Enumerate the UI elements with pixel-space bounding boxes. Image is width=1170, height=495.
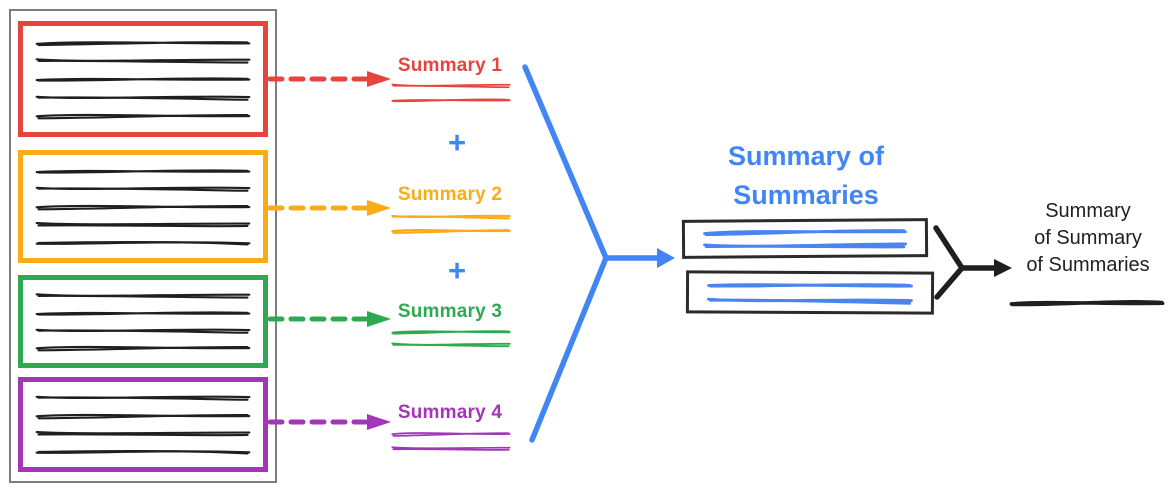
final-label-line-3: of Summaries xyxy=(1026,254,1150,276)
heading-line-2: Summaries xyxy=(733,180,879,210)
final-label-line-1: Summary xyxy=(1045,200,1131,222)
document-3-arrow-icon xyxy=(268,311,391,327)
summary-1-scribbles xyxy=(390,80,512,105)
summary-of-summary-of-summaries-label: Summary of Summary of Summaries xyxy=(1013,198,1163,279)
summary-3-label: Summary 3 xyxy=(397,301,503,322)
document-1 xyxy=(18,21,268,137)
summary-2-scribbles xyxy=(390,211,512,236)
document-2 xyxy=(18,150,268,263)
summary-1-label: Summary 1 xyxy=(397,55,503,76)
final-summary-scribble xyxy=(1008,293,1166,311)
heading-line-1: Summary of xyxy=(727,141,885,171)
summary-2-label: Summary 2 xyxy=(397,184,503,205)
document-1-arrow-icon xyxy=(268,71,391,87)
document-2-arrow-icon xyxy=(268,200,391,216)
merged-summary-box-2 xyxy=(685,270,935,315)
summary-of-summaries-heading: Summary of Summaries xyxy=(686,137,926,215)
document-3 xyxy=(18,275,268,368)
summary-4-scribbles xyxy=(390,428,512,454)
document-4-arrow-icon xyxy=(268,414,391,430)
merge-bracket-arrow-icon xyxy=(522,64,675,443)
summary-4-label: Summary 4 xyxy=(397,402,503,423)
final-bracket-arrow-icon xyxy=(933,225,1012,300)
plus-icon: + xyxy=(447,253,467,288)
document-4 xyxy=(18,377,268,472)
plus-icon: + xyxy=(447,125,467,160)
merged-summary-box-1 xyxy=(681,218,929,259)
final-label-line-2: of Summary xyxy=(1034,227,1142,249)
summary-3-scribbles xyxy=(390,326,512,350)
